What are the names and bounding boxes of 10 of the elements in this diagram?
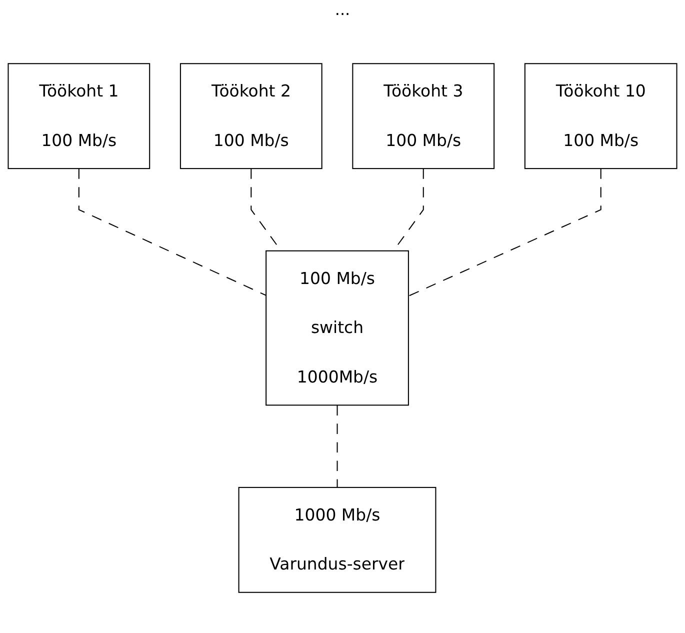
node-box: Töökoht 3 100 Mb/s: [352, 63, 495, 170]
node-box: Töökoht 10 100 Mb/s: [524, 63, 678, 170]
connector: [408, 168, 602, 297]
node-box: Töökoht 2 100 Mb/s: [180, 63, 322, 170]
node-box: 100 Mb/s switch 1000Mb/s: [266, 250, 409, 406]
node-box: 1000 Mb/s Varundus-server: [238, 486, 436, 593]
ellipsis-label: ...: [334, 0, 350, 19]
connector: [336, 405, 338, 488]
connector: [78, 168, 266, 296]
node-box: Töökoht 1 100 Mb/s: [8, 63, 150, 170]
